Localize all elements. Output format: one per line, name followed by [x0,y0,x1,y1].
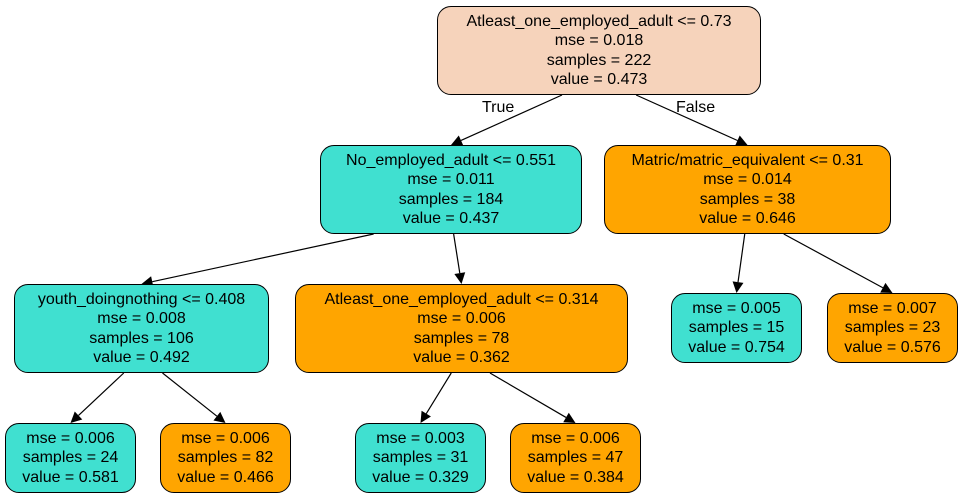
arrowhead-n4-n9 [420,410,431,423]
node-value: value = 0.384 [527,468,624,486]
tree-node-atleast-one-employed-adult: Atleast_one_employed_adult <= 0.314 mse … [295,284,628,373]
arrowhead-n4-n10 [563,412,576,423]
node-split-rule: Atleast_one_employed_adult <= 0.314 [324,290,599,308]
node-samples: samples = 15 [688,319,785,337]
node-samples: samples = 23 [844,319,941,337]
tree-edge-n1-n3 [152,233,374,283]
node-value: value = 0.466 [177,468,274,486]
node-samples: samples = 38 [699,190,796,208]
node-mse: mse = 0.008 [97,310,186,327]
node-mse: mse = 0.006 [181,429,270,447]
arrowhead-n0-n2 [735,135,748,146]
tree-edge-n2-n6 [783,233,884,289]
node-mse: mse = 0.014 [703,171,792,188]
node-value: value = 0.473 [550,71,648,88]
node-value: value = 0.646 [699,210,796,227]
node-split-rule: No_employed_adult <= 0.551 [346,151,556,169]
node-samples: samples = 82 [177,449,274,467]
edge-label-true: True [482,99,515,116]
node-value: value = 0.329 [372,468,469,486]
node-mse: mse = 0.006 [531,429,620,447]
node-value: value = 0.754 [688,338,785,356]
tree-leaf: mse = 0.006 samples = 47 value = 0.384 [510,423,641,493]
node-samples: samples = 78 [413,329,510,347]
tree-node-matric-equivalent: Matric/matric_equivalent <= 0.31 mse = 0… [604,145,891,234]
node-value: value = 0.492 [93,349,190,366]
tree-edge-n0-n1 [460,94,563,142]
node-value: value = 0.362 [413,349,510,366]
node-samples: samples = 47 [527,449,624,467]
node-samples: samples = 106 [89,329,194,347]
tree-edge-n4-n10 [489,372,567,418]
node-mse: mse = 0.007 [848,299,937,317]
node-value: value = 0.576 [844,338,941,356]
tree-edge-n3-n8 [162,372,218,417]
node-samples: samples = 24 [22,449,119,467]
node-samples: samples = 184 [398,190,504,208]
node-value: value = 0.437 [402,210,500,227]
edge-label-false: False [676,99,716,116]
node-samples: samples = 31 [372,449,469,467]
tree-edge-n3-n7 [78,372,125,416]
arrowhead-n0-n1 [451,135,464,146]
node-split-rule: Atleast_one_employed_adult <= 0.73 [466,12,732,30]
tree-edge-n2-n5 [737,233,746,283]
tree-node-root: Atleast_one_employed_adult <= 0.73 mse =… [437,6,761,95]
node-mse: mse = 0.011 [407,171,495,188]
tree-leaf: mse = 0.006 samples = 24 value = 0.581 [5,423,136,493]
tree-edge-n1-n4 [453,233,461,274]
node-mse: mse = 0.005 [692,299,781,317]
tree-leaf: mse = 0.006 samples = 82 value = 0.466 [160,423,291,493]
tree-edge-n4-n9 [425,372,452,414]
node-value: value = 0.581 [22,468,119,486]
tree-leaf: mse = 0.007 samples = 23 value = 0.576 [827,293,958,363]
tree-leaf: mse = 0.005 samples = 15 value = 0.754 [671,293,802,363]
arrowhead-n3-n8 [213,411,226,423]
node-samples: samples = 222 [546,51,652,69]
tree-edge-n0-n2 [635,94,738,142]
tree-leaf: mse = 0.003 samples = 31 value = 0.329 [355,423,486,493]
node-mse: mse = 0.003 [376,429,465,447]
arrowhead-n3-n7 [70,411,83,423]
node-split-rule: youth_doingnothing <= 0.408 [37,290,246,308]
node-mse: mse = 0.018 [554,32,644,49]
arrowhead-n2-n6 [880,282,893,293]
node-mse: mse = 0.006 [26,429,115,447]
node-split-rule: Matric/matric_equivalent <= 0.31 [631,151,864,169]
tree-node-youth-doingnothing: youth_doingnothing <= 0.408 mse = 0.008 … [14,284,269,373]
arrowhead-n2-n5 [732,281,744,293]
tree-node-no-employed-adult: No_employed_adult <= 0.551 mse = 0.011 s… [320,145,582,234]
arrowhead-n1-n4 [454,272,466,284]
node-mse: mse = 0.006 [417,310,506,327]
